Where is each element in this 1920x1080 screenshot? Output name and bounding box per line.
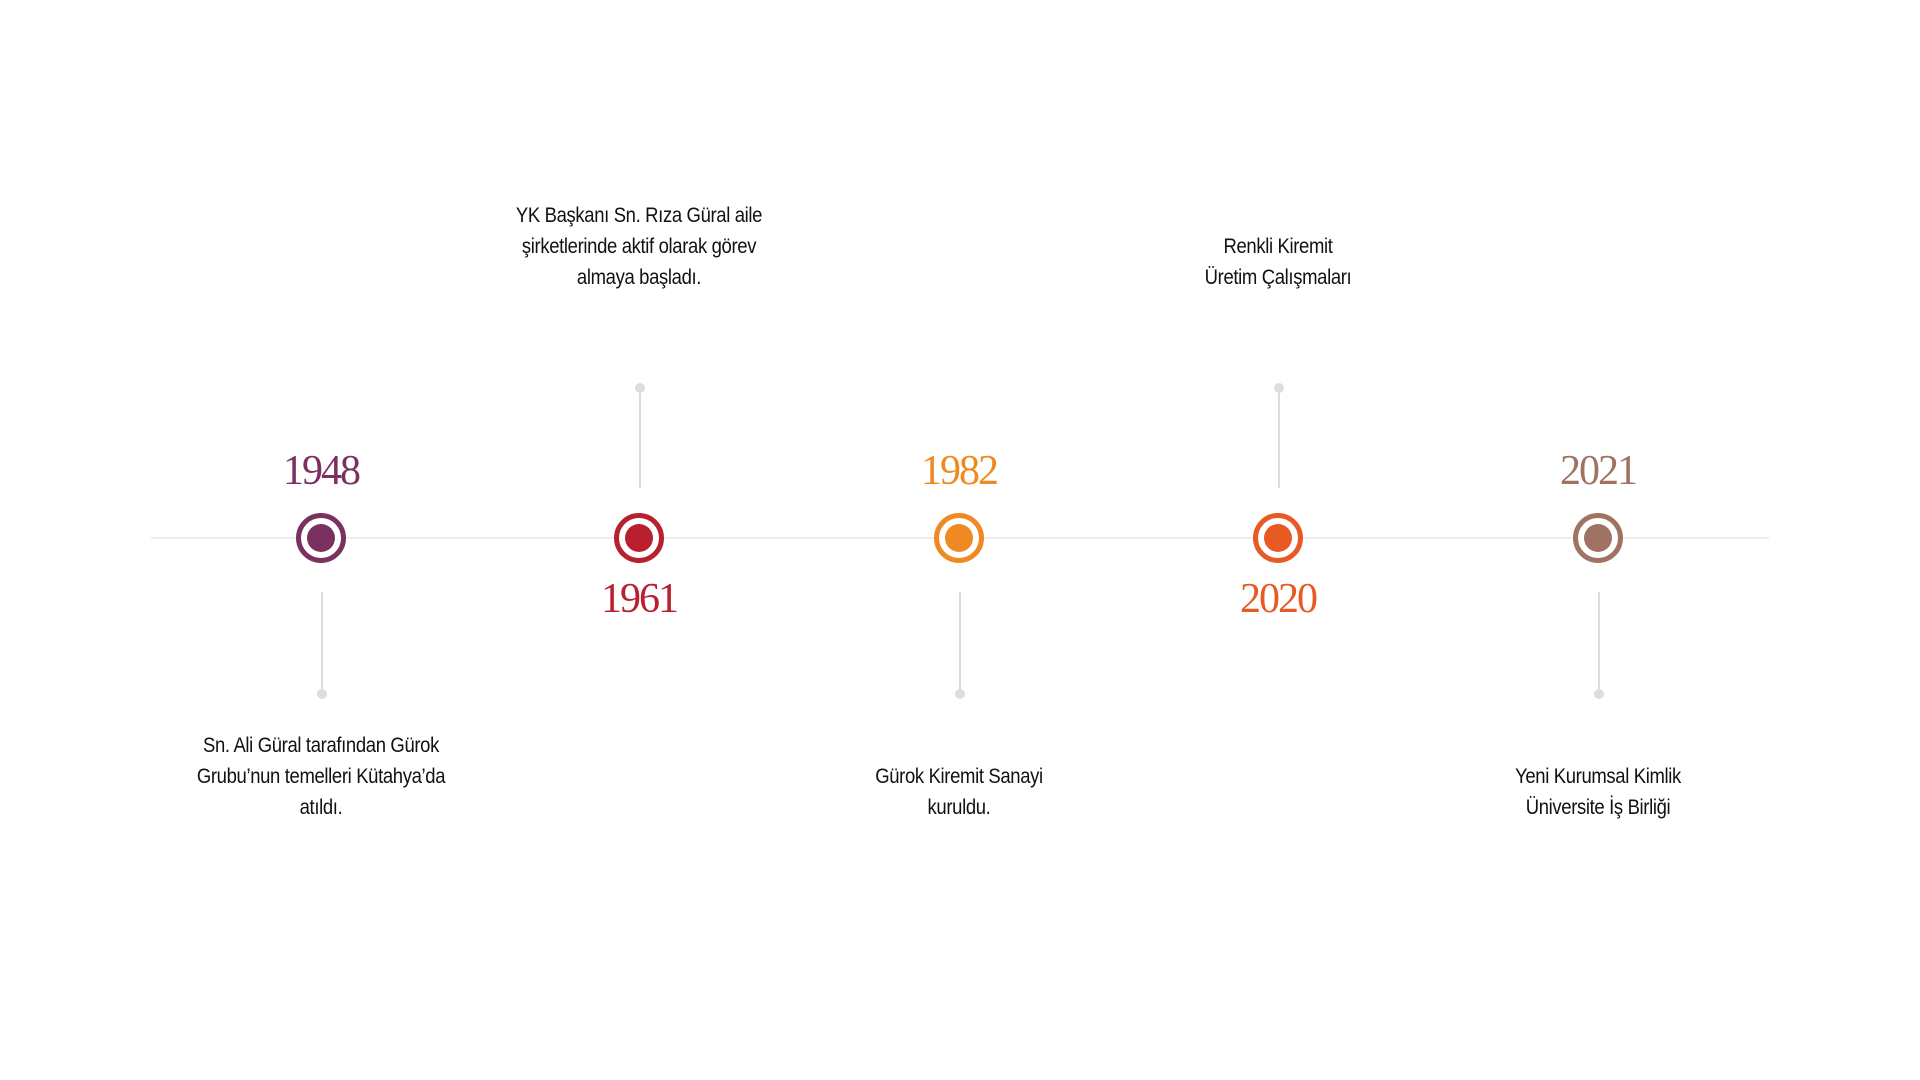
event-year: 2021 [1560,448,1638,494]
connector-line [955,592,965,699]
description-line: atıldı. [299,796,343,819]
event-description: YK Başkanı Sn. Rıza Güral aile şirketler… [489,200,788,293]
description-line: Yeni Kurumsal Kimlik [1515,765,1681,788]
description-line: YK Başkanı Sn. Rıza Güral aile [515,204,763,227]
timeline-marker-icon[interactable] [1573,513,1623,563]
timeline-marker-icon[interactable] [614,513,664,563]
description-line: Gürok Kiremit Sanayi [875,765,1043,788]
description-line: Renkli Kiremit [1223,235,1333,258]
timeline-marker-icon[interactable] [296,513,346,563]
description-line: kuruldu. [927,796,991,819]
event-year: 2020 [1240,576,1318,622]
event-year: 1982 [921,448,999,494]
description-line: almaya başladı. [576,266,702,289]
timeline-marker-icon[interactable] [934,513,984,563]
connector-line [1594,592,1604,699]
event-description: Gürok Kiremit Sanayi kuruldu. [809,761,1108,823]
description-line: Üretim Çalışmaları [1204,266,1352,289]
description-line: Sn. Ali Güral tarafından Gürok [203,734,439,757]
connector-line [1274,383,1284,488]
event-description: Yeni Kurumsal Kimlik Üniversite İş Birli… [1448,761,1747,823]
event-description: Renkli Kiremit Üretim Çalışmaları [1128,231,1427,293]
timeline-marker-icon[interactable] [1253,513,1303,563]
description-line: Üniversite İş Birliği [1525,796,1671,819]
event-year: 1961 [601,576,679,622]
description-line: Grubu’nun temelleri Kütahya’da [196,765,446,788]
description-line: şirketlerinde aktif olarak görev [521,235,757,258]
event-description: Sn. Ali Güral tarafından Gürok Grubu’nun… [171,730,470,823]
connector-line [317,592,327,699]
connector-line [635,383,645,488]
event-year: 1948 [283,448,361,494]
